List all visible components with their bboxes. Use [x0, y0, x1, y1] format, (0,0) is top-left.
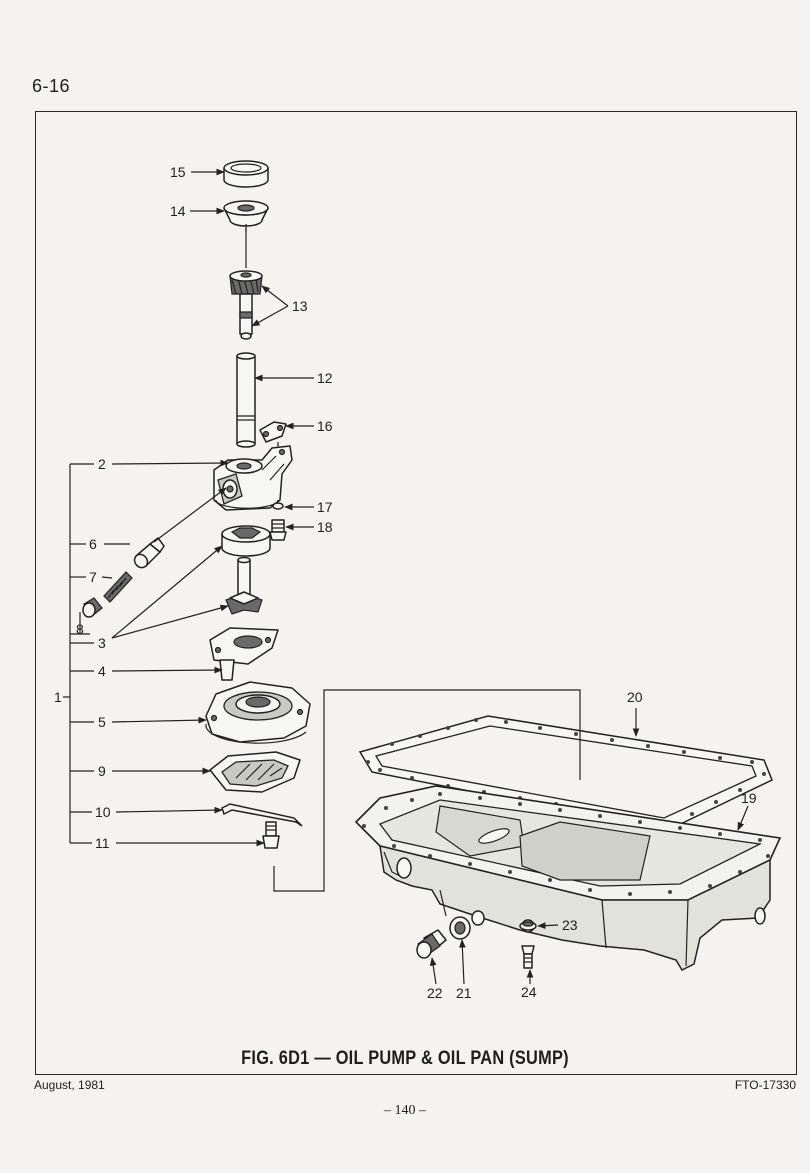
callout-16: 16 — [317, 418, 333, 434]
part-4-cover-plate — [209, 627, 279, 681]
part-18-bolt — [269, 519, 287, 541]
callout-23: 23 — [562, 917, 578, 933]
part-11-bolt — [262, 821, 280, 849]
part-6-relief-valve — [133, 537, 165, 569]
callout-15: 15 — [170, 164, 186, 180]
callout-20: 20 — [627, 689, 643, 705]
callout-9: 9 — [98, 763, 106, 779]
callout-13: 13 — [292, 298, 308, 314]
callout-21: 21 — [456, 985, 472, 1001]
callout-7: 7 — [89, 569, 97, 585]
callout-22: 22 — [427, 985, 443, 1001]
part-24-bolt — [521, 945, 535, 969]
part-10-clip — [221, 803, 303, 827]
part-15-seal — [223, 160, 269, 188]
leader-lines — [63, 168, 749, 985]
callout-11: 11 — [95, 835, 110, 851]
callout-2: 2 — [98, 456, 106, 472]
callout-3: 3 — [98, 635, 106, 651]
callout-numbers: 1 2 3 4 5 6 7 8 9 10 11 12 13 14 15 16 1… — [54, 164, 757, 1001]
callout-4: 4 — [98, 663, 106, 679]
callout-5: 5 — [98, 714, 106, 730]
part-14-bushing — [223, 200, 269, 232]
footer-code: FTO-17330 — [734, 1078, 796, 1092]
part-23-plug — [519, 921, 537, 931]
part-19-oil-pan — [354, 785, 782, 971]
part-7-spring — [103, 571, 133, 603]
callout-12: 12 — [317, 370, 333, 386]
callout-1: 1 — [54, 689, 62, 705]
part-12-shaft — [236, 352, 256, 448]
callout-10: 10 — [95, 804, 111, 820]
part-3-outer-rotor — [221, 525, 271, 557]
part-20-pan-gasket — [358, 715, 773, 831]
callout-14: 14 — [170, 203, 186, 219]
part-2-pump-body — [213, 445, 293, 511]
callout-18: 18 — [317, 519, 333, 535]
part-17-pin — [272, 502, 284, 510]
part-9-strainer-screen — [209, 751, 301, 793]
callout-24: 24 — [521, 984, 537, 1000]
part-13-drive-gear — [229, 228, 263, 340]
part-3-inner-rotor-shaft — [225, 556, 263, 615]
part-22-drain-plug — [416, 929, 447, 959]
callout-19: 19 — [741, 790, 757, 806]
figure-caption: FIG. 6D1 — OIL PUMP & OIL PAN (SUMP) — [241, 1048, 569, 1069]
figure-frame — [35, 111, 797, 1075]
footer-page: – 140 – — [384, 1103, 426, 1118]
callout-8: 8 — [76, 621, 84, 637]
callout-17: 17 — [317, 499, 333, 515]
part-21-washer — [449, 916, 471, 940]
footer-date: August, 1981 — [34, 1078, 105, 1092]
callout-6: 6 — [89, 536, 97, 552]
part-5-strainer-housing — [205, 681, 311, 744]
part-8-plug — [82, 597, 103, 618]
page-number: 6-16 — [32, 76, 71, 96]
